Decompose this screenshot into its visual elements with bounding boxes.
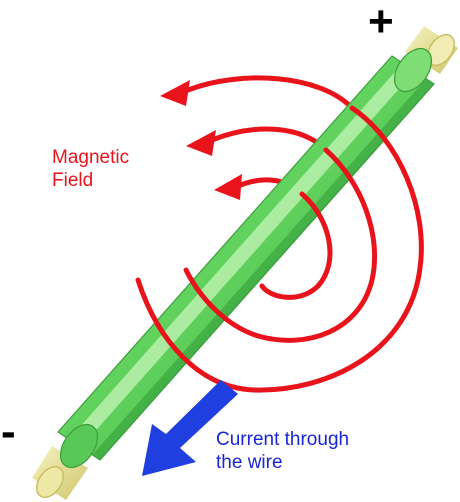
red-arrowhead-icon — [186, 130, 216, 156]
field-loop-middle-front — [183, 147, 378, 343]
field-loop-outer-front — [135, 105, 424, 393]
wire-insulation-end-top — [393, 47, 433, 93]
red-arrowhead-icon — [214, 174, 242, 200]
magnetic-field-lines-front — [135, 105, 424, 393]
field-arrowheads — [160, 80, 242, 200]
wire-core-bottom-cap — [35, 465, 65, 499]
magnetic-field-label: Magnetic Field — [52, 147, 130, 192]
field-loop-middle-back — [209, 126, 329, 153]
wire-insulation-end-bottom — [59, 423, 99, 469]
blue-arrow-icon — [142, 380, 238, 476]
wire-highlight — [70, 64, 414, 446]
field-loop-outer-back — [185, 75, 355, 111]
negative-terminal-sign: - — [1, 407, 16, 456]
red-arrowhead-icon — [160, 80, 190, 106]
current-label: Current through the wire — [216, 429, 350, 474]
positive-terminal-sign: + — [368, 0, 394, 46]
field-loop-inner-front — [259, 191, 333, 300]
